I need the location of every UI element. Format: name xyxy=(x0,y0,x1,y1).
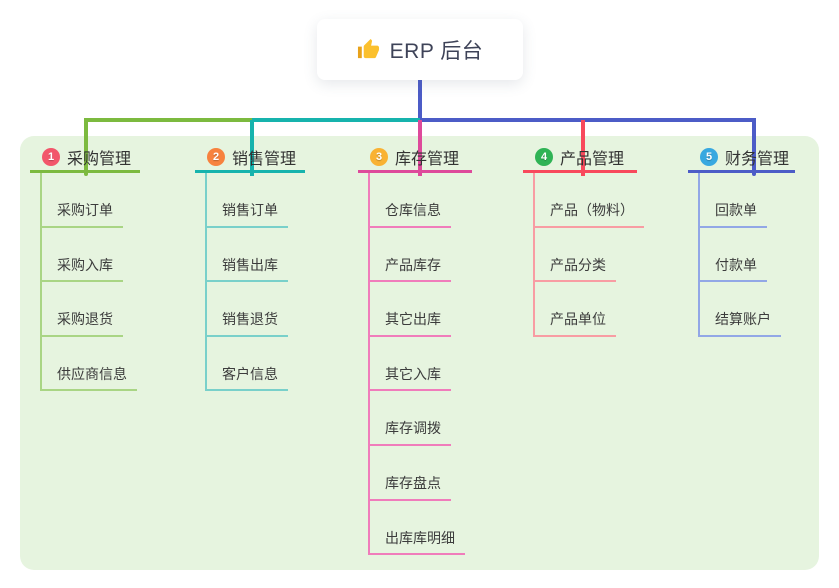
child-node-row: 产品库存 xyxy=(358,228,472,283)
connector-drop-branch-3 xyxy=(417,120,422,176)
child-node-row: 回款单 xyxy=(688,173,795,228)
child-node[interactable]: 产品库存 xyxy=(368,257,451,283)
mindmap-panel xyxy=(20,136,819,570)
child-node-row: 采购退货 xyxy=(30,282,140,337)
connector-drop-branch-1 xyxy=(84,118,88,176)
child-node-row: 付款单 xyxy=(688,228,795,283)
connector-drop-branch-5 xyxy=(752,118,756,176)
root-node-title: ERP 后台 xyxy=(389,39,484,63)
child-node-row: 供应商信息 xyxy=(30,337,140,392)
branch-1-label: 采购管理 xyxy=(67,151,132,168)
child-node[interactable]: 库存调拨 xyxy=(368,420,451,446)
child-node[interactable]: 回款单 xyxy=(698,202,767,228)
branch-2: 2 销售管理销售订单销售出库销售退货客户信息 xyxy=(195,144,305,392)
child-node[interactable]: 出库库明细 xyxy=(368,530,465,556)
child-node-row: 库存盘点 xyxy=(358,446,472,501)
priority-badge-4: 4 xyxy=(535,148,553,166)
child-node[interactable]: 销售订单 xyxy=(205,202,288,228)
root-node[interactable]: ERP 后台 xyxy=(317,19,523,80)
branch-4-children: 产品（物料） 产品分类产品单位 xyxy=(523,173,644,337)
child-node[interactable]: 产品分类 xyxy=(533,257,616,283)
branch-2-children: 销售订单销售出库销售退货客户信息 xyxy=(195,173,305,392)
child-node-row: 产品分类 xyxy=(523,228,637,283)
child-node[interactable]: 客户信息 xyxy=(205,366,288,392)
branch-1-node[interactable]: 1 采购管理 xyxy=(30,144,140,173)
child-node-row: 销售订单 xyxy=(195,173,305,228)
branch-4-label: 产品管理 xyxy=(560,151,625,168)
branch-4: 4 产品管理产品（物料） 产品分类产品单位 xyxy=(523,144,644,337)
child-node-row: 其它出库 xyxy=(358,282,472,337)
child-node-row: 客户信息 xyxy=(195,337,305,392)
branch-4-node[interactable]: 4 产品管理 xyxy=(523,144,637,173)
child-node-row: 出库库明细 xyxy=(358,501,472,556)
child-node[interactable]: 采购订单 xyxy=(40,202,123,228)
child-node[interactable]: 付款单 xyxy=(698,257,767,283)
child-node[interactable]: 结算账户 xyxy=(698,311,781,337)
branch-3: 3 库存管理仓库信息产品库存其它出库其它入库库存调拨库存盘点出库库明细 xyxy=(358,144,472,556)
thumb-cuff xyxy=(357,46,362,59)
branch-5-label: 财务管理 xyxy=(725,151,790,168)
connector-drop-branch-4 xyxy=(581,120,585,176)
child-node-row: 销售出库 xyxy=(195,228,305,283)
thumbs-up-icon xyxy=(357,38,379,59)
child-node-row: 库存调拨 xyxy=(358,391,472,446)
branch-1-children: 采购订单采购入库采购退货供应商信息 xyxy=(30,173,140,392)
child-node[interactable]: 销售退货 xyxy=(205,311,288,337)
child-node-row: 产品（物料） xyxy=(523,173,644,228)
branch-3-label: 库存管理 xyxy=(395,151,460,168)
priority-badge-3: 3 xyxy=(370,148,388,166)
child-node[interactable]: 其它入库 xyxy=(368,366,451,392)
branch-5-node[interactable]: 5 财务管理 xyxy=(688,144,795,173)
child-node[interactable]: 产品（物料） xyxy=(533,202,644,228)
priority-badge-5: 5 xyxy=(700,148,718,166)
child-node[interactable]: 采购退货 xyxy=(40,311,123,337)
child-node-row: 其它入库 xyxy=(358,337,472,392)
branch-5-children: 回款单付款单结算账户 xyxy=(688,173,795,337)
connector-horizontal-3 xyxy=(419,118,756,122)
child-node[interactable]: 其它出库 xyxy=(368,311,451,337)
connector-drop-branch-2 xyxy=(250,120,254,176)
child-node-row: 采购订单 xyxy=(30,173,140,228)
priority-badge-2: 2 xyxy=(207,148,225,166)
branch-2-node[interactable]: 2 销售管理 xyxy=(195,144,305,173)
connector-root xyxy=(417,80,422,122)
child-node-row: 结算账户 xyxy=(688,282,795,337)
child-node-row: 销售退货 xyxy=(195,282,305,337)
connector-horizontal-2 xyxy=(252,118,420,122)
branch-3-children: 仓库信息产品库存其它出库其它入库库存调拨库存盘点出库库明细 xyxy=(358,173,472,556)
child-node[interactable]: 仓库信息 xyxy=(368,202,451,228)
child-node-row: 采购入库 xyxy=(30,228,140,283)
branch-1: 1 采购管理采购订单采购入库采购退货供应商信息 xyxy=(30,144,140,392)
priority-badge-1: 1 xyxy=(42,148,60,166)
child-node[interactable]: 销售出库 xyxy=(205,257,288,283)
child-node[interactable]: 供应商信息 xyxy=(40,366,137,392)
child-node-row: 仓库信息 xyxy=(358,173,472,228)
child-node[interactable]: 采购入库 xyxy=(40,257,123,283)
child-node-row: 产品单位 xyxy=(523,282,637,337)
branch-3-node[interactable]: 3 库存管理 xyxy=(358,144,472,173)
child-node[interactable]: 库存盘点 xyxy=(368,475,451,501)
thumb-hand xyxy=(363,38,379,59)
child-node[interactable]: 产品单位 xyxy=(533,311,616,337)
branch-5: 5 财务管理回款单付款单结算账户 xyxy=(688,144,795,337)
branch-2-label: 销售管理 xyxy=(232,151,297,168)
connector-horizontal-1 xyxy=(84,118,252,122)
